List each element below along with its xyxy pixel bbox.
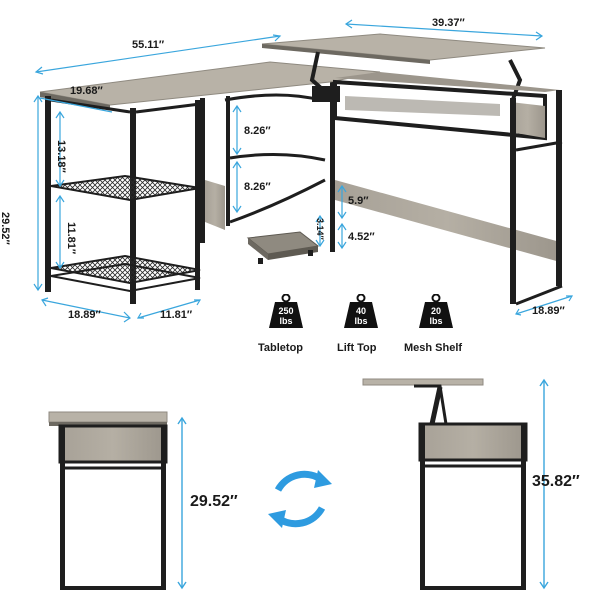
dim-return-top-width: 39.37″ — [432, 17, 465, 29]
closed-side-view — [48, 411, 168, 590]
dim-gap-lower: 8.26″ — [244, 181, 271, 193]
dim-riser-gap: 3.14″ — [315, 218, 325, 240]
dim-shelf-upper: 13.18″ — [55, 140, 67, 173]
lifted-drawer-panel — [418, 422, 528, 462]
weight-label-lift-top: Lift Top — [337, 342, 377, 354]
weight-label-tabletop: Tabletop — [258, 342, 304, 354]
rear-leg-right — [556, 90, 562, 286]
weight-unit-tabletop: lbs — [279, 316, 293, 326]
closed-drawer-panel — [58, 424, 168, 464]
back-panel-left — [205, 180, 225, 230]
storage-box-top — [335, 72, 560, 92]
weight-value-mesh-shelf: 20 — [430, 306, 441, 316]
lifted-arm — [429, 386, 443, 425]
rotate-arrows-icon — [268, 470, 332, 528]
dim-closed-height: 29.52″ — [190, 493, 238, 510]
weight-unit-mesh-shelf: lbs — [429, 316, 443, 326]
dim-base-depth-mid: 11.81″ — [160, 309, 193, 321]
storage-inner — [345, 96, 500, 116]
dim-gap-upper: 8.26″ — [244, 125, 271, 137]
support-post — [226, 96, 230, 226]
lift-top-panel — [261, 33, 546, 61]
weight-icon: 20 lbs — [416, 293, 456, 328]
shelf-bottom-frame — [50, 262, 201, 293]
rear-leg-shelf — [195, 100, 200, 290]
closed-top — [48, 411, 168, 423]
mesh-shelf-lower — [50, 254, 201, 285]
side-view-dimension-lines — [177, 378, 549, 590]
closed-leg-left — [60, 426, 65, 586]
back-panel-right — [335, 180, 560, 262]
lifted-leg-left — [420, 424, 425, 586]
weight-value-tabletop: 250 — [278, 306, 294, 316]
back-leg-left — [200, 98, 205, 243]
dimension-lines — [33, 19, 574, 323]
support-arc-top — [224, 93, 321, 102]
dim-riser-height: 4.52″ — [348, 231, 375, 243]
mesh-shelf-upper — [50, 174, 201, 202]
weight-icon: 250 lbs — [266, 293, 306, 328]
dim-shelf-lower: 11.81″ — [65, 222, 77, 255]
support-arc-low — [229, 178, 326, 224]
front-leg-left — [45, 96, 51, 292]
weight-value-lift-top: 40 — [355, 306, 366, 316]
lifted-side-view — [362, 378, 528, 590]
dim-total-height: 29.52″ — [0, 212, 11, 245]
closed-leg-right — [161, 426, 166, 586]
front-leg-mid — [130, 108, 136, 304]
l-shaped-desk — [39, 33, 563, 306]
weight-label-mesh-shelf: Mesh Shelf — [404, 342, 463, 354]
support-arc-mid — [229, 152, 326, 162]
weight-unit-lift-top: lbs — [354, 316, 368, 326]
lifted-top — [362, 378, 484, 386]
dim-side-width: 19.68″ — [70, 85, 103, 97]
dim-base-depth-left: 18.89″ — [68, 309, 101, 321]
back-leg-corner — [330, 82, 335, 252]
dim-panel-height: 5.9″ — [348, 195, 369, 207]
front-leg-right — [510, 98, 516, 304]
dim-base-depth-right: 18.89″ — [532, 305, 565, 317]
dim-lifted-height: 35.82″ — [532, 473, 580, 490]
lifted-leg-right — [521, 424, 526, 586]
lift-top-edge — [262, 44, 430, 64]
weight-icon: 40 lbs — [341, 293, 381, 328]
dim-overall-width: 55.11″ — [132, 39, 165, 51]
front-panel-right — [510, 102, 545, 138]
